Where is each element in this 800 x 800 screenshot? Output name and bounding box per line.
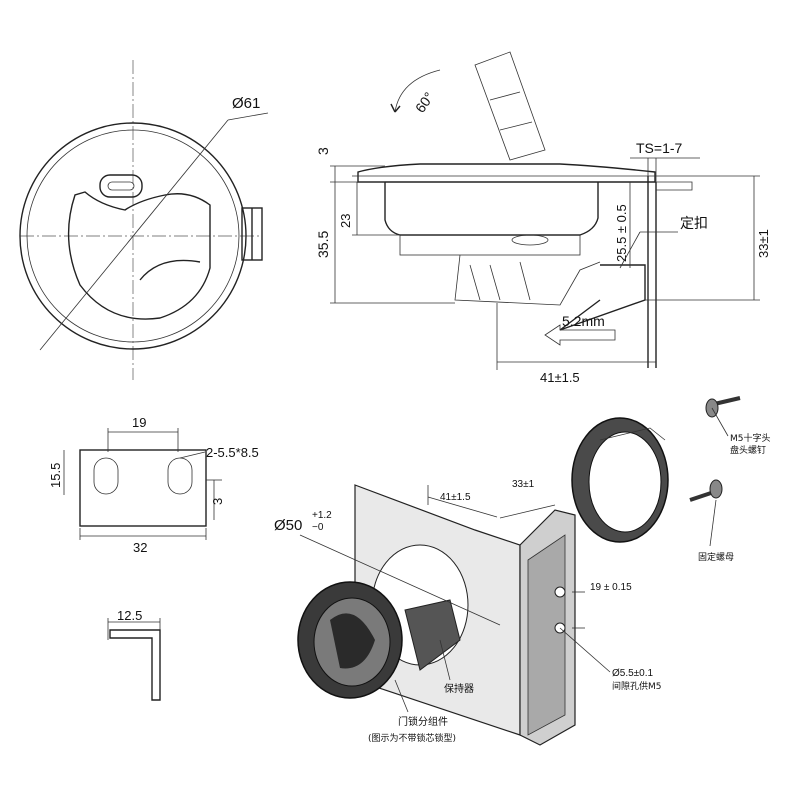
side-cam (511, 234, 549, 246)
hole-tol-lower: −0 (312, 522, 324, 533)
handle-grip (330, 613, 375, 669)
retainer-label: 保持器 (444, 682, 474, 695)
front-grip-curve (139, 259, 201, 281)
dim-3: 3 (315, 147, 331, 155)
rotation-arrow (390, 103, 401, 113)
screw-label-2: 盘头螺钉 (730, 444, 766, 456)
depth-label: 41±1.5 (540, 370, 580, 385)
front-diameter-leader (39, 119, 229, 351)
front-lock-slot (99, 174, 143, 198)
side-panel-top (656, 181, 693, 191)
dim-32: 32 (133, 540, 147, 555)
nut-leader (709, 499, 717, 547)
front-diameter-shelf (227, 112, 269, 121)
dim-35-5: 35.5 (315, 231, 331, 258)
front-outer-ring (19, 122, 247, 350)
dim-23: 23 (338, 214, 353, 228)
travel-label: 5.2mm (562, 313, 605, 329)
dim-3-cutout: 3 (210, 498, 225, 505)
side-latch-outline (454, 254, 601, 306)
assembly-depth-label: 41±1.5 (440, 492, 471, 503)
cutout-plate (79, 449, 207, 527)
lock-label-2: (图示为不带锁芯锁型) (368, 732, 456, 744)
screw-lower-head (709, 479, 723, 499)
slot-right (167, 457, 193, 495)
side-lower-body (399, 234, 581, 256)
raised-handle-lines (489, 91, 533, 131)
hole-tol-upper: +1.2 (312, 510, 332, 521)
lock-leader (394, 679, 409, 713)
side-view: 60° 3 35.5 23 TS=1-7 25.5 ± 0. (315, 51, 771, 385)
slot-label: 2-5.5*8.5 (206, 445, 259, 460)
clip-leader-2 (619, 231, 641, 269)
dim-15-5: 15.5 (48, 463, 63, 488)
nut-label: 固定螺母 (698, 551, 734, 563)
assembly-33-label: 33±1 (512, 479, 535, 490)
front-view: Ø61 (19, 60, 269, 380)
dim-line-41-assembly (427, 496, 498, 518)
assembly-view: Ø50 +1.2 −0 41±1.5 33±1 M5十字头 盘头螺钉 固定螺母 … (274, 396, 771, 746)
slot-leader (179, 451, 206, 459)
screw-label-1: M5十字头 (730, 432, 771, 444)
cutout-view: 19 2-5.5*8.5 15.5 3 32 (48, 415, 259, 555)
lock-label-1: 门锁分组件 (398, 715, 448, 728)
retainer-leader (439, 639, 451, 681)
hole-label-leader (559, 627, 611, 673)
dim-line-33-assembly (499, 504, 556, 519)
side-flange (357, 163, 656, 183)
hole-label-1: Ø5.5±0.1 (612, 668, 654, 679)
dim-25-5: 25.5 ± 0.5 (614, 204, 629, 262)
ts-label: TS=1-7 (636, 140, 683, 156)
side-body (384, 182, 599, 236)
hole-label-2: 间隙孔供M5 (612, 680, 662, 692)
front-handle-recess (67, 191, 211, 320)
raised-handle (474, 51, 546, 161)
retainer-ring-rim (599, 427, 666, 441)
lock-body (404, 599, 461, 671)
rotation-arc (394, 69, 441, 113)
dim-33: 33±1 (756, 229, 771, 258)
bracket-view: 12.5 (107, 608, 161, 701)
angle-label: 60° (412, 89, 437, 116)
retainer-ring-inner (588, 431, 662, 533)
screw-leader (711, 407, 729, 437)
dim-19: 19 (132, 415, 146, 430)
side-latch-hatch (469, 261, 531, 301)
clip-label: 定扣 (680, 216, 708, 232)
bracket-face (527, 534, 566, 736)
side-panel (647, 176, 657, 368)
spacing-label: 19 ± 0.15 (590, 582, 632, 593)
front-diameter-label: Ø61 (232, 95, 260, 112)
hole-leader (299, 534, 501, 626)
dim-12-5: 12.5 (117, 608, 142, 623)
front-lock-keyway (107, 181, 135, 191)
hole-diameter: Ø50 (274, 517, 302, 534)
bracket-profile (109, 629, 161, 701)
slot-left (93, 457, 119, 495)
front-inner-ring (26, 129, 240, 343)
travel-arrow (544, 324, 616, 346)
bracket-hole-top (554, 586, 566, 598)
